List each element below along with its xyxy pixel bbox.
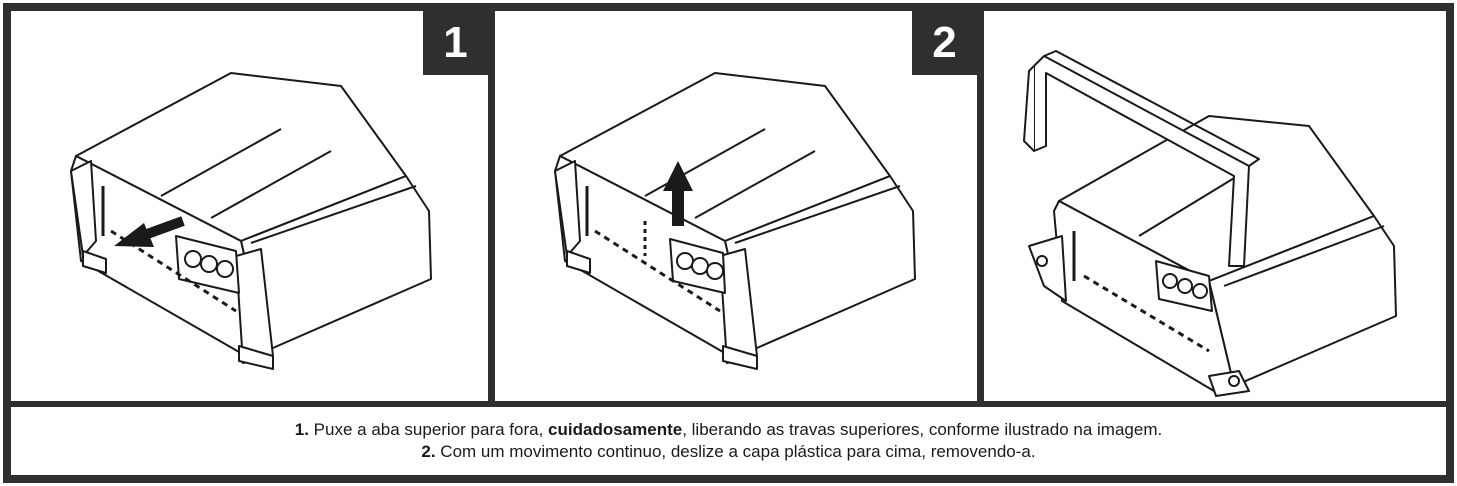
lift-up-arrow-icon [663, 161, 693, 226]
instruction-number: 1. [294, 420, 309, 439]
illustration-panel-3 [984, 11, 1446, 401]
instruction-text: Com um movimento continuo, deslize a cap… [435, 442, 1036, 461]
instruction-line-1: 1. Puxe a aba superior para fora, cuidad… [11, 419, 1446, 441]
instruction-emphasis: cuidadosamente [548, 420, 683, 439]
amplifier-illustration-2 [554, 72, 916, 370]
pull-out-arrow-icon [114, 216, 185, 247]
instruction-line-2: 2. Com um movimento continuo, deslize a … [11, 441, 1446, 463]
instruction-number: 2. [421, 442, 436, 461]
step-number-badge: 1 [423, 11, 488, 75]
illustration-panel-2: 2 [495, 11, 977, 401]
step-number-badge: 2 [912, 11, 977, 75]
amplifier-illustration-3 [1023, 50, 1397, 397]
instruction-text: , liberando as travas superiores, confor… [682, 420, 1163, 439]
instruction-text: Puxe a aba superior para fora, [308, 420, 549, 439]
illustration-panel-1: 1 [11, 11, 488, 401]
instruction-caption: 1. Puxe a aba superior para fora, cuidad… [11, 407, 1446, 475]
instruction-frame: 1 [3, 3, 1454, 483]
amplifier-illustration-1 [70, 72, 432, 370]
